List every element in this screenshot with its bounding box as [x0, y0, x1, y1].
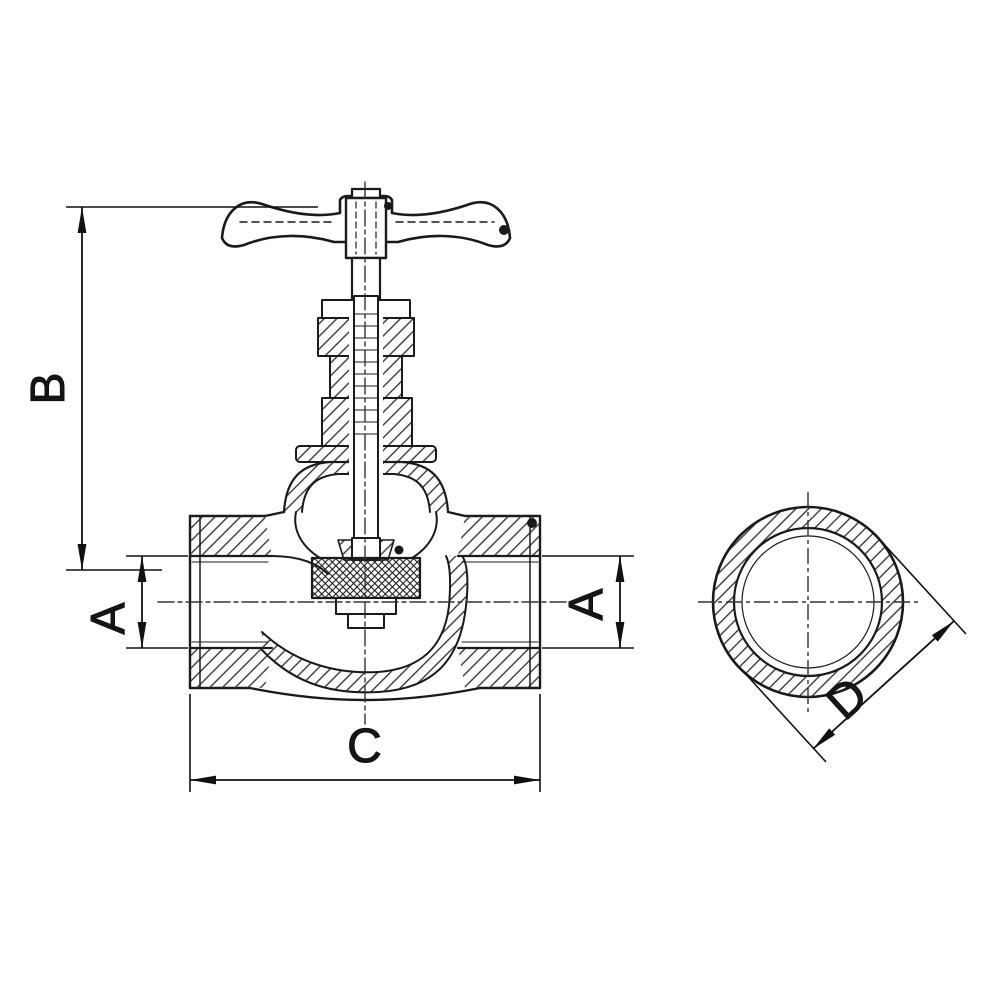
right-port-wall-hatch	[458, 516, 540, 556]
handwheel-hub	[344, 196, 388, 260]
disc-mark	[394, 545, 404, 555]
valve-front-view	[157, 181, 579, 725]
disc-assembly	[310, 537, 422, 629]
left-port-wall-hatch	[190, 516, 272, 556]
dimension-a-right: A	[542, 555, 634, 649]
end-view	[698, 492, 918, 712]
valve-stem-upper	[350, 256, 382, 304]
handwheel-mark	[384, 202, 392, 210]
dimension-c: C	[189, 694, 541, 792]
dim-a-left-label: A	[82, 601, 135, 634]
handwheel	[220, 187, 512, 260]
handwheel-tip-mark	[499, 225, 509, 235]
stem-top-cap	[350, 187, 382, 200]
dim-b-label: B	[22, 371, 75, 404]
valve-disc	[310, 556, 422, 600]
left-port-wall-hatch	[190, 648, 272, 688]
dim-c-label: C	[347, 720, 383, 773]
valve-body	[188, 510, 542, 702]
dim-a-right-label: A	[560, 587, 613, 620]
dimension-b: B	[22, 206, 318, 571]
spindle	[349, 295, 383, 541]
dimension-a-left: A	[82, 555, 188, 649]
body-mark	[527, 518, 537, 528]
dimensions: B A A C D	[22, 206, 967, 792]
right-port-wall-hatch	[458, 648, 540, 688]
